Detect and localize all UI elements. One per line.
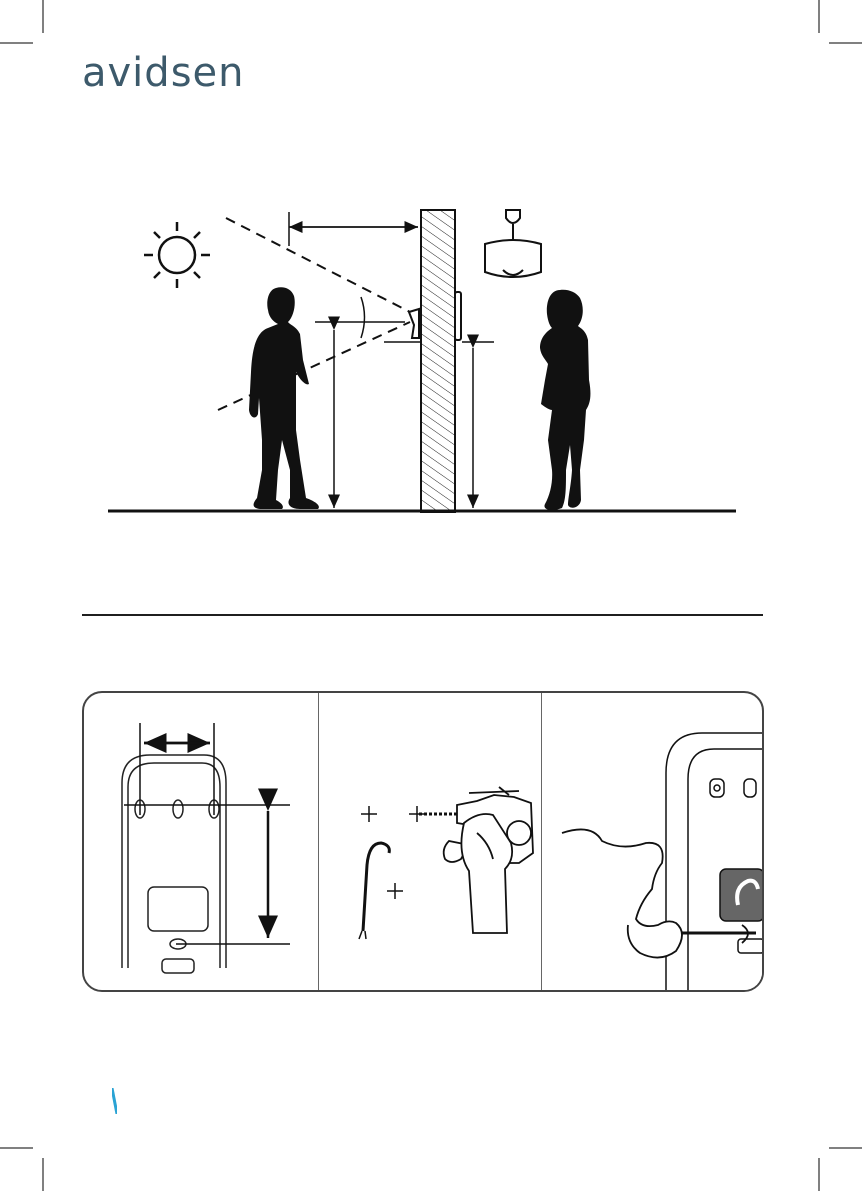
intercom-unit-body [666,733,764,992]
ceiling-lamp-icon [485,210,541,277]
sun-icon [144,222,210,288]
camera-view-cone [218,218,410,410]
doorbell-outdoor-unit-icon [409,309,419,338]
cable [363,843,389,931]
step-1-mounting-template [84,693,318,992]
indoor-height-dimension [462,342,494,508]
installation-height-diagram [0,0,862,620]
section-divider [82,614,763,616]
resident-silhouette [540,290,590,510]
distance-dimension [289,212,418,246]
step-3-screwing [542,693,764,992]
view-angle-arc [361,297,365,338]
installation-steps-panel [82,691,764,992]
drill-icon [419,787,533,933]
page-accent-mark [112,1088,117,1114]
outdoor-height-dimension [315,322,421,508]
step-2-drilling [319,693,541,992]
wall [421,210,455,512]
visitor-silhouette [249,287,319,509]
mounting-plate-icon [122,755,226,973]
indoor-monitor-icon [455,292,461,340]
